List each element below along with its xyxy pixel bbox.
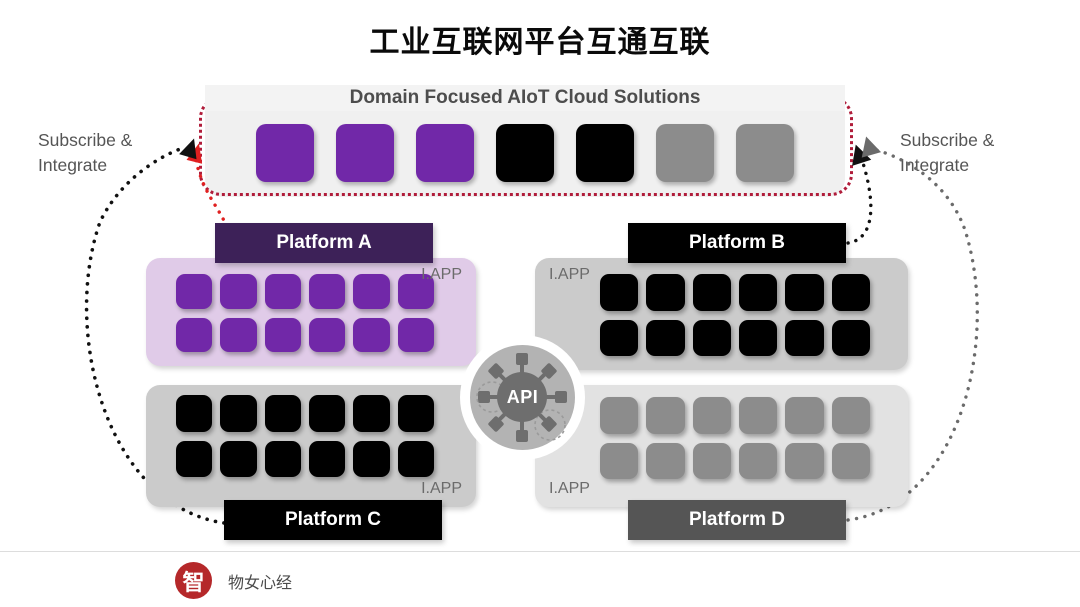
- footer-divider: [0, 551, 1080, 552]
- platform-b-app-tile[interactable]: [831, 319, 870, 356]
- platform-c-header-bar[interactable]: Platform C: [224, 500, 442, 540]
- platform-b-app-tile[interactable]: [831, 274, 870, 311]
- platform-d-iapp-label: I.APP: [549, 480, 590, 497]
- platform-b-app-tile[interactable]: [600, 319, 639, 356]
- platform-c-app-tile[interactable]: [264, 440, 301, 477]
- platform-b-title: Platform B: [688, 232, 786, 253]
- platform-c-app-tile[interactable]: [264, 395, 301, 432]
- platform-c-app-grid: [176, 395, 434, 477]
- platform-a-app-tile[interactable]: [308, 274, 346, 309]
- platform-d-header-bar[interactable]: Platform D: [628, 500, 846, 540]
- brand-logo-icon: 智: [175, 562, 212, 599]
- platform-b-app-tile[interactable]: [738, 274, 778, 311]
- platform-c-panel[interactable]: I.APP: [146, 385, 476, 507]
- caption-subscribe-integrate-right: Subscribe & Integrate: [900, 130, 995, 176]
- platform-b-app-tile[interactable]: [646, 319, 685, 356]
- platform-c-app-tile[interactable]: [176, 395, 213, 432]
- platform-d-app-tile[interactable]: [785, 442, 824, 479]
- platform-c-title: Platform C: [284, 509, 382, 530]
- solution-tile-3[interactable]: [416, 124, 474, 182]
- platform-d-app-tile[interactable]: [692, 442, 731, 479]
- platform-a-app-tile[interactable]: [353, 274, 390, 309]
- platform-a-app-tile[interactable]: [220, 274, 257, 309]
- api-hub[interactable]: API: [460, 335, 585, 460]
- platform-a-app-tile[interactable]: [220, 317, 257, 352]
- cloud-solutions-title: Domain Focused AIoT Cloud Solutions: [205, 85, 845, 111]
- platform-c-app-tile[interactable]: [308, 440, 346, 477]
- platform-d-app-tile[interactable]: [738, 397, 778, 434]
- platform-d-app-tile[interactable]: [831, 397, 870, 434]
- platform-c-app-tile[interactable]: [397, 440, 434, 477]
- platform-c-app-tile[interactable]: [397, 395, 434, 432]
- platform-a-app-tile[interactable]: [397, 317, 434, 352]
- platform-d-app-tile[interactable]: [646, 397, 685, 434]
- caption-subscribe-integrate-left: Subscribe & Integrate: [38, 130, 133, 176]
- platform-d-app-tile[interactable]: [646, 442, 685, 479]
- solution-tile-4[interactable]: [496, 124, 554, 182]
- platform-a-app-tile[interactable]: [397, 274, 434, 309]
- cloud-solutions-tiles: [205, 118, 845, 188]
- platform-a-iapp-label: I.APP: [421, 266, 462, 283]
- platform-c-app-tile[interactable]: [353, 395, 390, 432]
- api-hub-label: API: [506, 387, 539, 407]
- platform-b-app-tile[interactable]: [600, 274, 639, 311]
- platform-a-app-grid: [176, 274, 434, 352]
- platform-a-header-bar[interactable]: Platform A: [215, 223, 433, 263]
- platform-c-app-tile[interactable]: [220, 440, 257, 477]
- platform-d-app-tile[interactable]: [738, 442, 778, 479]
- platform-a-title: Platform A: [276, 232, 372, 253]
- platform-b-app-tile[interactable]: [785, 274, 824, 311]
- platform-b-app-tile[interactable]: [785, 319, 824, 356]
- page-title: 工业互联网平台互通互联: [369, 25, 711, 60]
- platform-a-app-tile[interactable]: [308, 317, 346, 352]
- platform-b-iapp-label: I.APP: [549, 266, 590, 283]
- platform-c-app-tile[interactable]: [308, 395, 346, 432]
- solution-tile-6[interactable]: [656, 124, 714, 182]
- platform-c-app-tile[interactable]: [176, 440, 213, 477]
- platform-a-app-tile[interactable]: [176, 274, 213, 309]
- solution-tile-1[interactable]: [256, 124, 314, 182]
- platform-b-app-tile[interactable]: [692, 274, 731, 311]
- platform-c-iapp-label: I.APP: [421, 480, 462, 497]
- platform-d-app-tile[interactable]: [785, 397, 824, 434]
- platform-a-panel[interactable]: I.APP: [146, 258, 476, 366]
- platform-a-app-tile[interactable]: [264, 317, 301, 352]
- platform-c-app-tile[interactable]: [353, 440, 390, 477]
- api-connector-icon: [476, 353, 567, 442]
- platform-d-app-tile[interactable]: [600, 397, 639, 434]
- solution-tile-5[interactable]: [576, 124, 634, 182]
- platform-b-app-tile[interactable]: [738, 319, 778, 356]
- platform-d-title: Platform D: [688, 509, 786, 530]
- platform-a-app-tile[interactable]: [353, 317, 390, 352]
- solution-tile-7[interactable]: [736, 124, 794, 182]
- platform-d-app-tile[interactable]: [600, 442, 639, 479]
- platform-a-app-tile[interactable]: [176, 317, 213, 352]
- platform-d-app-tile[interactable]: [692, 397, 731, 434]
- footer-brand: 智 物女心经: [175, 562, 292, 599]
- platform-b-app-tile[interactable]: [646, 274, 685, 311]
- platform-b-header-bar[interactable]: Platform B: [628, 223, 846, 263]
- platform-b-app-tile[interactable]: [692, 319, 731, 356]
- platform-a-app-tile[interactable]: [264, 274, 301, 309]
- cloud-solutions-title-text: Domain Focused AIoT Cloud Solutions: [339, 87, 711, 108]
- platform-b-panel[interactable]: I.APP: [535, 258, 908, 370]
- platform-d-app-grid: [600, 397, 870, 479]
- platform-c-app-tile[interactable]: [220, 395, 257, 432]
- platform-d-panel[interactable]: I.APP: [535, 385, 908, 507]
- platform-d-app-tile[interactable]: [831, 442, 870, 479]
- brand-name: 物女心经: [228, 572, 293, 592]
- platform-b-app-grid: [600, 274, 870, 356]
- solution-tile-2[interactable]: [336, 124, 394, 182]
